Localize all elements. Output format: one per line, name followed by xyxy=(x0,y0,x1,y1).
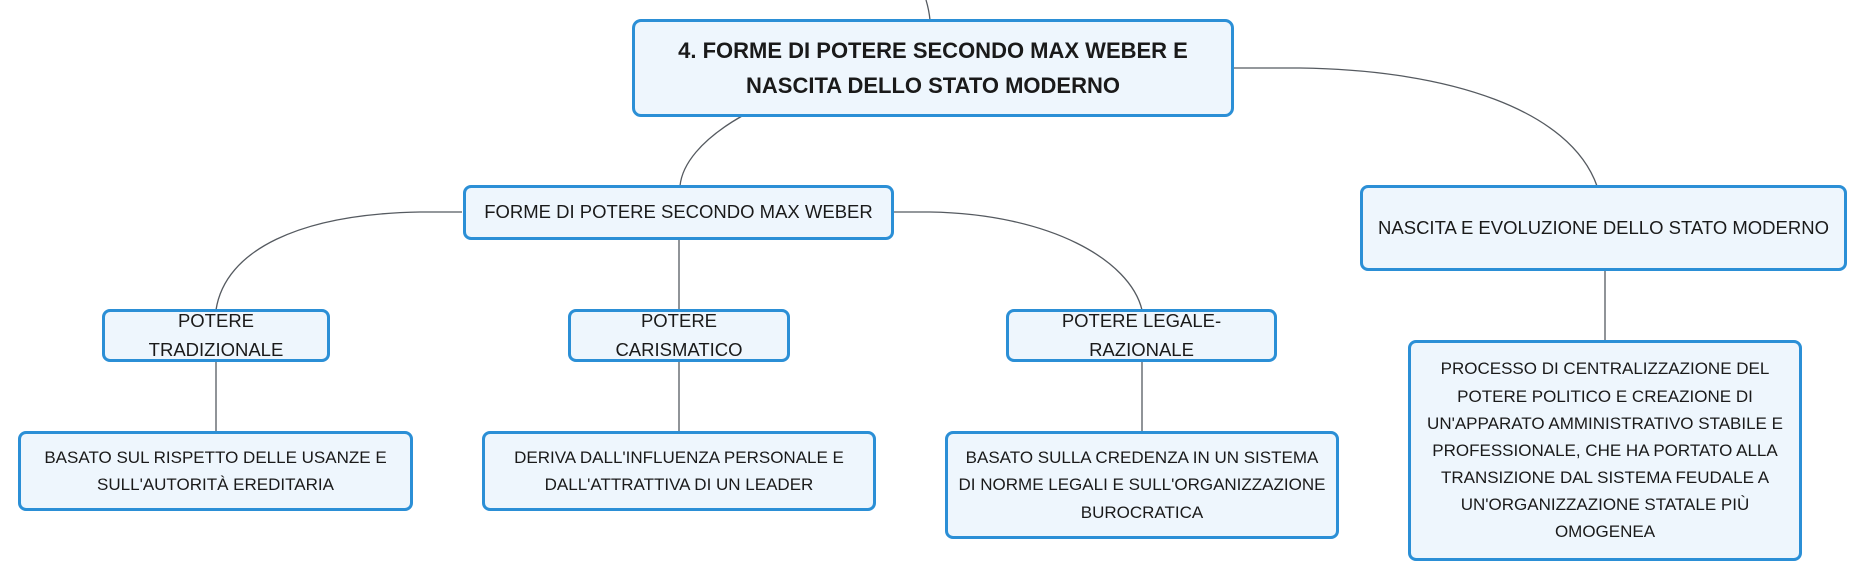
branch-label: NASCITA E EVOLUZIONE DELLO STATO MODERNO xyxy=(1378,216,1829,238)
detail-text: BASATO SUL RISPETTO DELLE USANZE E SULL'… xyxy=(44,447,387,494)
detail-text: BASATO SULLA CREDENZA IN UN SISTEMA DI N… xyxy=(958,448,1326,522)
branch-label: FORME DI POTERE SECONDO MAX WEBER xyxy=(484,201,873,223)
node-potere-carismatico[interactable]: POTERE CARISMATICO xyxy=(568,309,790,362)
connector-weber-tradizionale xyxy=(215,211,462,311)
node-label: POTERE TRADIZIONALE xyxy=(148,309,284,360)
detail-potere-tradizionale[interactable]: BASATO SUL RISPETTO DELLE USANZE E SULL'… xyxy=(18,431,413,511)
detail-potere-carismatico[interactable]: DERIVA DALL'INFLUENZA PERSONALE E DALL'A… xyxy=(482,431,876,511)
branch-node-stato-moderno[interactable]: NASCITA E EVOLUZIONE DELLO STATO MODERNO xyxy=(1360,185,1847,271)
detail-text: PROCESSO DI CENTRALIZZAZIONE DEL POTERE … xyxy=(1427,359,1783,542)
connector-parent-root xyxy=(925,0,931,21)
detail-text: DERIVA DALL'INFLUENZA PERSONALE E DALL'A… xyxy=(514,447,844,494)
connector-weber-legale xyxy=(892,211,1143,311)
node-label: POTERE CARISMATICO xyxy=(615,309,743,360)
detail-stato-moderno[interactable]: PROCESSO DI CENTRALIZZAZIONE DEL POTERE … xyxy=(1408,340,1802,561)
node-potere-tradizionale[interactable]: POTERE TRADIZIONALE xyxy=(102,309,330,362)
connector-root-branch-stato xyxy=(1233,67,1598,187)
branch-node-forme-di-potere[interactable]: FORME DI POTERE SECONDO MAX WEBER xyxy=(463,185,894,240)
node-potere-legale-razionale[interactable]: POTERE LEGALE-RAZIONALE xyxy=(1006,309,1277,362)
node-label: POTERE LEGALE-RAZIONALE xyxy=(1061,309,1222,360)
root-node[interactable]: 4. FORME DI POTERE SECONDO MAX WEBER E N… xyxy=(632,19,1234,117)
detail-potere-legale-razionale[interactable]: BASATO SULLA CREDENZA IN UN SISTEMA DI N… xyxy=(945,431,1339,539)
connector-root-branch-weber xyxy=(679,115,743,187)
root-label: 4. FORME DI POTERE SECONDO MAX WEBER E N… xyxy=(678,37,1188,98)
